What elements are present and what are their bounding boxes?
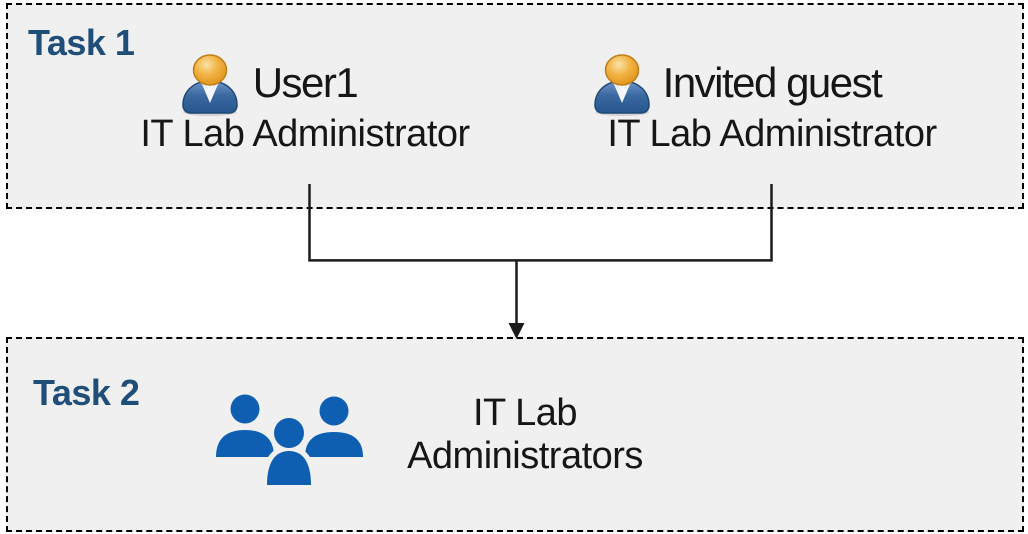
person-bust-icon <box>594 54 650 116</box>
group-name-line2: Administrators <box>407 435 643 477</box>
person-group-invited-guest: Invited guest IT Lab Administrator <box>552 52 992 154</box>
people-group-icon <box>215 393 365 485</box>
person-name: Invited guest <box>662 59 883 106</box>
group-name: IT Lab Administrators <box>325 392 725 478</box>
task2-box <box>6 337 1024 532</box>
person-role: IT Lab Administrator <box>607 113 937 155</box>
person-role: IT Lab Administrator <box>140 113 470 155</box>
person-bust-icon <box>182 54 238 116</box>
person-name: User1 <box>252 59 359 106</box>
person-bust-icon <box>177 54 243 116</box>
task1-label: Task 1 <box>28 22 135 63</box>
person-bust-icon <box>589 54 655 116</box>
group-name-line1: IT Lab <box>472 392 578 434</box>
task1-box <box>6 3 1024 209</box>
person-group-user1: User1 IT Lab Administrator <box>85 52 525 154</box>
task2-label: Task 2 <box>33 372 140 413</box>
people-group-icon <box>216 394 363 485</box>
